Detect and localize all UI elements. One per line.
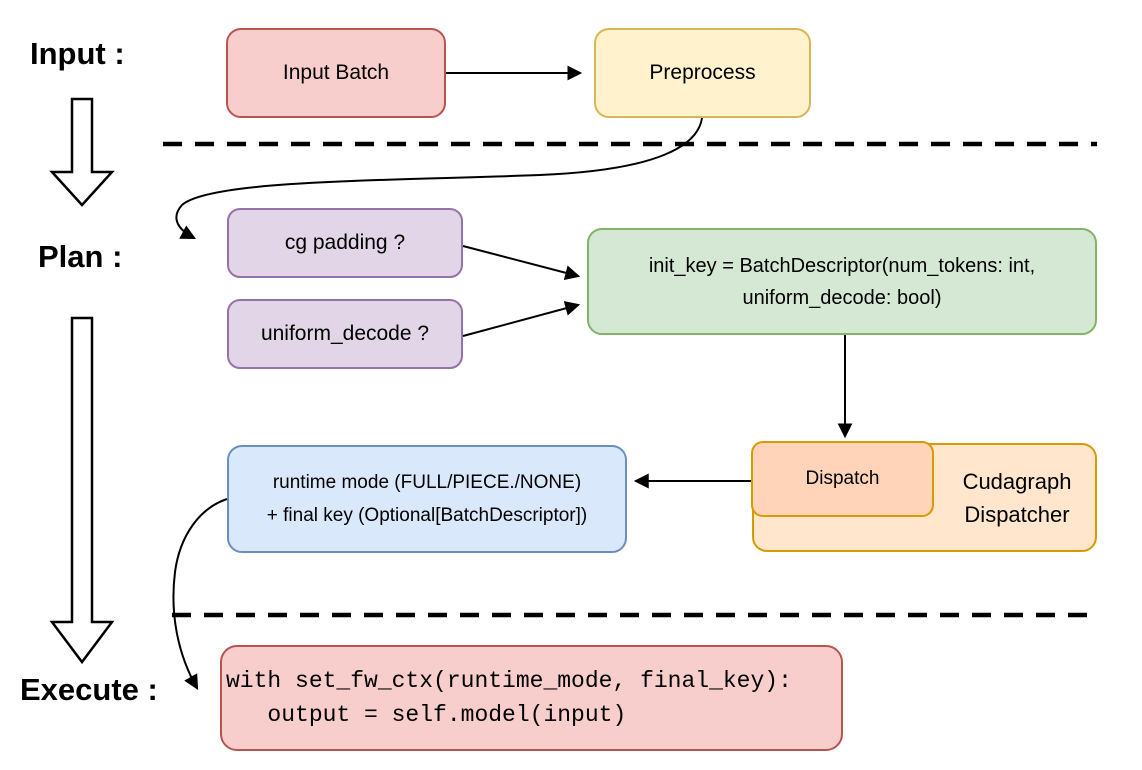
execute-code-line2: output = self.model(input) xyxy=(226,702,627,728)
node-init-key: init_key = BatchDescriptor(num_tokens: i… xyxy=(587,228,1097,335)
node-cudagraph-dispatcher-label: Cudagraph Dispatcher xyxy=(937,445,1097,550)
stage-label-execute: Execute : xyxy=(20,672,158,707)
arrow-cg-padding-to-init-key xyxy=(462,245,581,281)
arrow-runtime-mode-to-execute-code xyxy=(172,498,228,690)
node-uniform-decode: uniform_decode ? xyxy=(227,299,463,369)
node-execute-code: with set_fw_ctx(runtime_mode, final_key)… xyxy=(220,645,843,751)
node-init-key-line1: init_key = BatchDescriptor(num_tokens: i… xyxy=(648,254,1036,277)
node-runtime-mode: runtime mode (FULL/PIECE./NONE) + final … xyxy=(227,445,627,553)
arrow-uniform-decode-to-init-key xyxy=(462,301,581,337)
stage-label-plan: Plan : xyxy=(38,239,123,274)
node-preprocess-label: Preprocess xyxy=(649,60,756,84)
execute-code-line1: with set_fw_ctx(runtime_mode, final_key)… xyxy=(226,667,792,694)
node-runtime-mode-line2: + final key (Optional[BatchDescriptor]) xyxy=(266,505,588,526)
stage-arrow-plan-to-execute-icon xyxy=(49,316,115,665)
stage-arrow-input-to-plan-icon xyxy=(49,97,115,207)
node-uniform-decode-label: uniform_decode ? xyxy=(260,321,430,345)
node-input-batch: Input Batch xyxy=(226,28,446,118)
node-dispatch-label: Dispatch xyxy=(805,468,880,490)
stage-label-input: Input : xyxy=(30,36,125,71)
node-cg-padding: cg padding ? xyxy=(227,208,463,278)
node-runtime-mode-line1: runtime mode (FULL/PIECE./NONE) xyxy=(272,471,582,493)
node-init-key-line2: uniform_decode: bool) xyxy=(742,286,942,309)
node-input-batch-label: Input Batch xyxy=(282,60,390,84)
node-cg-padding-label: cg padding ? xyxy=(284,230,406,254)
node-preprocess: Preprocess xyxy=(594,28,811,118)
node-cudagraph-dispatcher-line2: Dispatcher xyxy=(964,501,1070,527)
node-dispatch: Dispatch xyxy=(751,441,934,517)
node-cudagraph-dispatcher-line1: Cudagraph xyxy=(962,468,1072,494)
